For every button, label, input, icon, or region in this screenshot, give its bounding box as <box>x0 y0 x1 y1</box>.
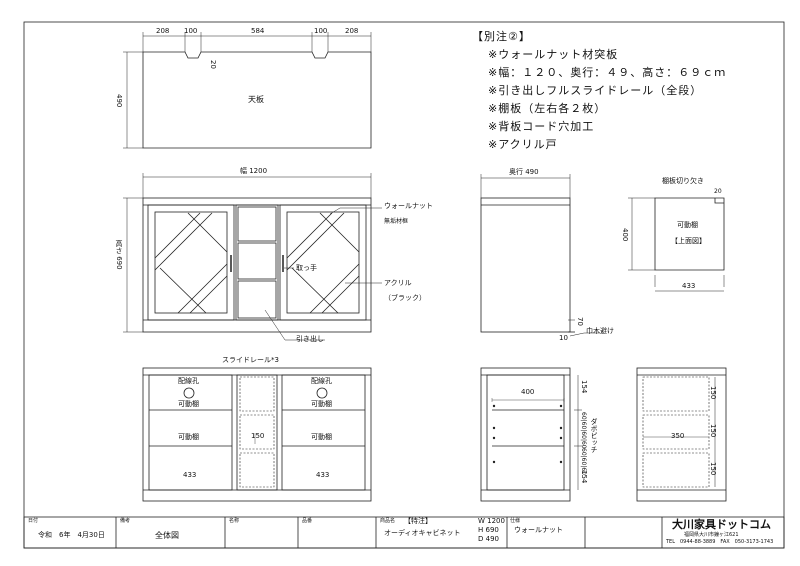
callout-drawer: 引き出し <box>296 335 324 343</box>
skirt-height: 70 <box>576 317 584 326</box>
skirt-offset: 10 <box>559 334 568 342</box>
movable-shelf-label: 可動棚 <box>178 433 199 441</box>
notes-header: 【別注②】 <box>472 30 531 43</box>
side-depth-label: 奥行 490 <box>509 168 539 176</box>
tb-address: 福岡県大川市鐘ヶ江621 <box>684 532 739 538</box>
note-item: ※幅：１２０、奥行：４９、高さ：６９ｃｍ <box>488 66 727 79</box>
pitch-mid: 60|60|60|60 <box>580 412 587 449</box>
front-cabinet-outline <box>142 197 372 333</box>
movable-shelf-label: 可動棚 <box>311 400 332 408</box>
wiring-hole-left: 配線孔 <box>178 377 199 385</box>
title-block <box>23 516 785 549</box>
notch-depth-label: 20 <box>209 60 217 69</box>
shelf-width: 433 <box>682 282 696 290</box>
shelf-detail-title: 棚板切り欠き <box>662 177 704 185</box>
drawer-d2: 150 <box>709 424 717 438</box>
tb-w: W 1200 <box>478 517 505 525</box>
shelf-label: 可動棚 <box>677 221 698 229</box>
inner-width-left: 433 <box>183 471 197 479</box>
callout-frame: 無垢材框 <box>384 218 409 225</box>
callout-black: （ブラック） <box>384 294 426 302</box>
tb-date-label: 日付 <box>28 518 39 524</box>
tb-name-label: 名称 <box>229 518 240 524</box>
drawer-height: 150 <box>251 432 265 440</box>
drawer-d1: 150 <box>709 386 717 400</box>
skirt-note: 巾木避け <box>586 327 614 335</box>
tb-d: D 490 <box>478 535 499 543</box>
dim-label: 100 <box>314 27 328 35</box>
tb-company: 大川家具ドットコム <box>672 518 771 531</box>
shelf-sub: 【上面図】 <box>671 237 706 245</box>
note-item: ※背板コード穴加工 <box>488 120 595 133</box>
callout-acrylic: アクリル <box>384 279 412 287</box>
tb-product-value: オーディオキャビネット <box>384 529 461 537</box>
tb-product-label: 商品名 <box>380 518 396 524</box>
dim-label: 208 <box>345 27 359 35</box>
pitch-label: ダボピッチ <box>590 418 598 453</box>
drawer-section-outline <box>636 367 727 502</box>
note-item: ※ウォールナット材突板 <box>488 48 619 61</box>
dim-label: 100 <box>184 27 198 35</box>
tb-tel: TEL 0944-88-3889 FAX 050-3173-1743 <box>666 539 774 545</box>
tb-h: H 690 <box>478 526 499 534</box>
movable-shelf-label: 可動棚 <box>178 400 199 408</box>
depth-label: 490 <box>115 94 123 108</box>
tb-spec-label: 仕様 <box>510 518 521 524</box>
top-panel-outline <box>142 51 372 149</box>
section-shelf-depth: 400 <box>521 388 535 396</box>
shelf-depth: 400 <box>621 228 629 242</box>
tb-date-value: 令和 6年 4月30日 <box>38 531 105 539</box>
pitch-bottom: 154 <box>580 470 588 484</box>
callout-handle: 取っ手 <box>296 264 317 272</box>
movable-shelf-label: 可動棚 <box>311 433 332 441</box>
pitch-top: 154 <box>580 380 588 394</box>
dim-label: 208 <box>156 27 170 35</box>
width-label: 幅 1200 <box>240 167 268 175</box>
top-panel-label: 天板 <box>248 95 264 104</box>
rail-label: スライドレール*3 <box>222 356 279 364</box>
pitch-mid2: 60|60|60 <box>580 448 587 475</box>
shelf-notch: 20 <box>714 188 722 195</box>
tb-remarks-value: 全体図 <box>155 531 179 540</box>
tb-spec-value: ウォールナット <box>514 526 563 534</box>
notes-block: 【別注②】 ※ウォールナット材突板 ※幅：１２０、奥行：４９、高さ：６９ｃｍ ※… <box>472 28 726 154</box>
section-view-outline <box>480 367 571 502</box>
tb-remarks-label: 備考 <box>120 518 131 524</box>
internal-cabinet-outline <box>142 367 372 502</box>
note-item: ※引き出しフルスライドレール（全段） <box>488 84 703 97</box>
wiring-hole-right: 配線孔 <box>311 377 332 385</box>
side-cabinet-outline <box>480 197 571 333</box>
inner-width-right: 433 <box>316 471 330 479</box>
callout-walnut: ウォールナット <box>384 202 433 210</box>
tb-product-tag: 【特注】 <box>404 517 432 525</box>
tb-item-label: 品番 <box>302 518 313 524</box>
drawer-d3: 150 <box>709 462 717 476</box>
note-item: ※アクリル戸 <box>488 138 558 151</box>
shelf-detail-outline <box>654 197 725 271</box>
drawer-inner: 350 <box>671 432 685 440</box>
note-item: ※棚板（左右各２枚） <box>488 102 607 115</box>
height-label: 高さ 690 <box>115 240 123 270</box>
dim-label: 584 <box>251 27 265 35</box>
